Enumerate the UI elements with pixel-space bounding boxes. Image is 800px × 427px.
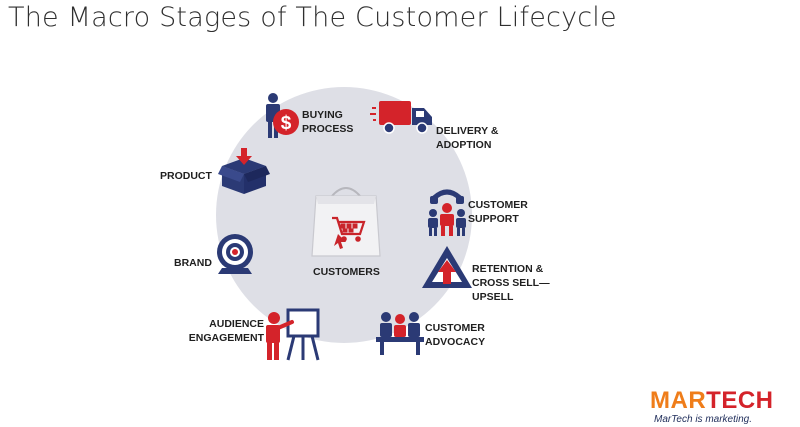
audience-presentation-icon [266, 308, 320, 361]
page-title: The Macro Stages of The Customer Lifecyc… [8, 2, 617, 33]
delivery-truck-icon [370, 101, 432, 134]
customer-advocacy-icon [376, 312, 424, 355]
retention-pyramid-icon [422, 246, 472, 288]
brand-target-icon [217, 234, 253, 274]
brand-label: BRAND [174, 257, 212, 269]
logo-tagline: MarTech is marketing. [654, 414, 752, 425]
buying-process-icon: $ [266, 93, 299, 138]
customer-support-icon [428, 189, 466, 236]
martech-logo: MARTECH MarTech is marketing. [650, 389, 790, 426]
center-label: CUSTOMERS [313, 266, 380, 278]
product-label: PRODUCT [160, 170, 212, 182]
shopping-bag-icon [311, 187, 381, 257]
svg-text:$: $ [281, 113, 292, 134]
product-box-icon [218, 148, 270, 194]
retention-label: RETENTION &CROSS SELL—UPSELL [472, 263, 550, 303]
delivery-adoption-label: DELIVERY &ADOPTION [436, 125, 499, 151]
